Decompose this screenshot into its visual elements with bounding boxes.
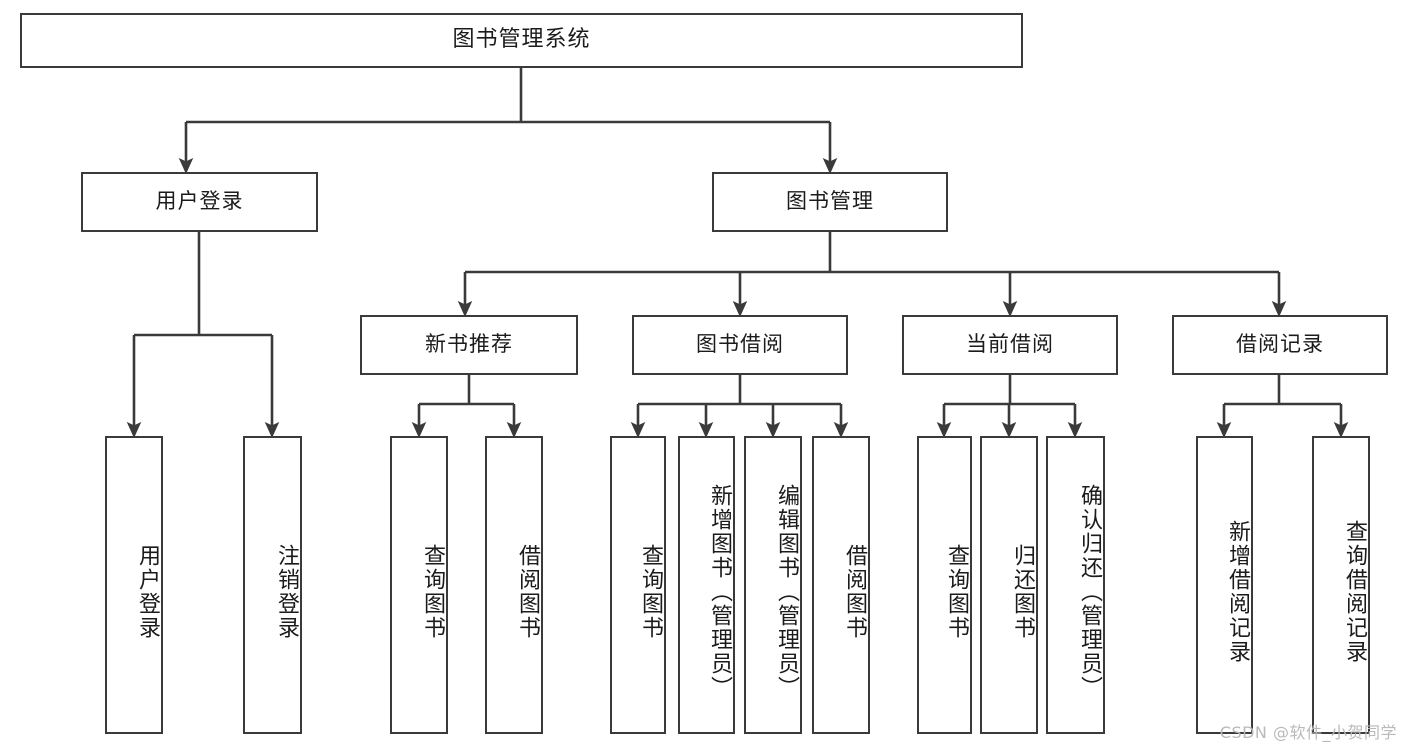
leaf-query-borrow-record[interactable]: 查询借阅记录 <box>1312 436 1370 734</box>
leaf-return-book[interactable]: 归还图书 <box>980 436 1038 734</box>
leaf-add-book-admin[interactable]: 新增图书（管理员） <box>678 436 735 734</box>
node-borrow-record[interactable]: 借阅记录 <box>1172 315 1388 375</box>
leaf-add-borrow-record-label: 新增借阅记录 <box>1225 520 1250 664</box>
leaf-edit-book-admin[interactable]: 编辑图书（管理员） <box>744 436 802 734</box>
leaf-confirm-return-admin-label: 确认归还（管理员） <box>1077 484 1102 700</box>
leaf-query-book-recommend-label: 查询图书 <box>420 544 445 640</box>
node-book-management-label: 图书管理 <box>786 189 874 214</box>
leaf-user-login[interactable]: 用户登录 <box>105 436 163 734</box>
node-user-login[interactable]: 用户登录 <box>81 172 318 232</box>
node-book-borrow[interactable]: 图书借阅 <box>632 315 848 375</box>
node-book-management[interactable]: 图书管理 <box>712 172 948 232</box>
node-current-borrow-label: 当前借阅 <box>966 332 1054 357</box>
node-borrow-record-label: 借阅记录 <box>1236 332 1324 357</box>
leaf-query-borrow-record-label: 查询借阅记录 <box>1342 520 1367 664</box>
leaf-add-book-admin-label: 新增图书（管理员） <box>707 484 732 700</box>
leaf-edit-book-admin-label: 编辑图书（管理员） <box>774 484 799 700</box>
leaf-query-book-borrow[interactable]: 查询图书 <box>610 436 666 734</box>
leaf-add-borrow-record[interactable]: 新增借阅记录 <box>1196 436 1253 734</box>
leaf-query-book-recommend[interactable]: 查询图书 <box>390 436 448 734</box>
leaf-query-book-current-label: 查询图书 <box>944 544 969 640</box>
leaf-user-logout[interactable]: 注销登录 <box>243 436 302 734</box>
node-new-book-recommend-label: 新书推荐 <box>425 332 513 357</box>
node-root[interactable]: 图书管理系统 <box>20 13 1023 68</box>
leaf-borrow-book[interactable]: 借阅图书 <box>812 436 870 734</box>
csdn-watermark: CSDN @软件_小贺同学 <box>1219 723 1397 742</box>
leaf-query-book-current[interactable]: 查询图书 <box>917 436 972 734</box>
leaf-borrow-book-label: 借阅图书 <box>842 544 867 640</box>
leaf-query-book-borrow-label: 查询图书 <box>638 544 663 640</box>
leaf-user-logout-label: 注销登录 <box>274 544 299 640</box>
leaf-borrow-book-recommend-label: 借阅图书 <box>515 544 540 640</box>
node-new-book-recommend[interactable]: 新书推荐 <box>360 315 578 375</box>
node-user-login-label: 用户登录 <box>155 189 244 214</box>
leaf-return-book-label: 归还图书 <box>1010 544 1035 640</box>
leaf-user-login-label: 用户登录 <box>135 544 160 640</box>
node-book-borrow-label: 图书借阅 <box>696 332 784 357</box>
node-current-borrow[interactable]: 当前借阅 <box>902 315 1118 375</box>
leaf-confirm-return-admin[interactable]: 确认归还（管理员） <box>1046 436 1105 734</box>
node-root-label: 图书管理系统 <box>452 27 591 53</box>
leaf-borrow-book-recommend[interactable]: 借阅图书 <box>485 436 543 734</box>
